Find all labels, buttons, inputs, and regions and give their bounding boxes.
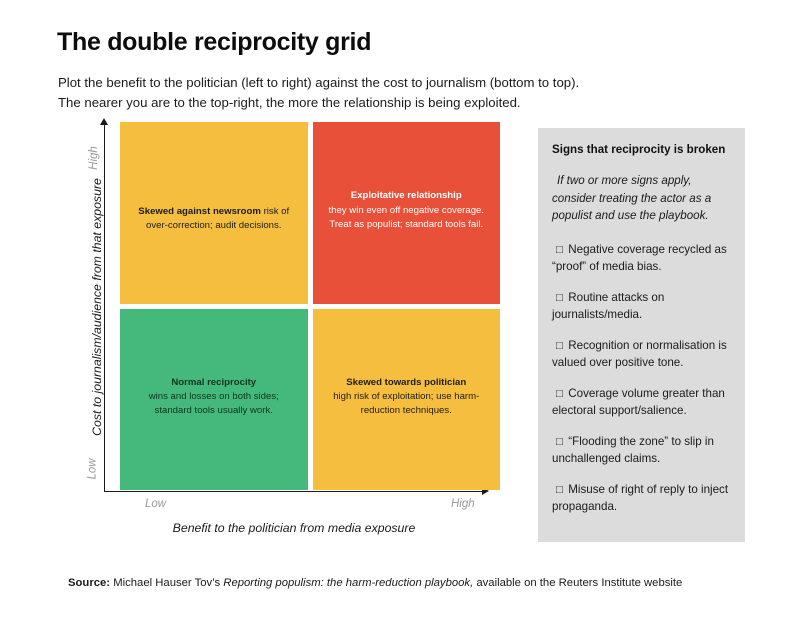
checkbox-icon[interactable]: □ — [556, 290, 564, 304]
quadrant-lead: Normal reciprocity — [171, 376, 257, 388]
reciprocity-grid: Skewed against newsroom risk of over-cor… — [120, 122, 500, 490]
quadrant-grid: Skewed against newsroom risk of over-cor… — [120, 122, 500, 490]
sign-checklist-label: “Flooding the zone” to slip in unchallen… — [552, 434, 714, 465]
quadrant-body: risk of over-correction; audit decisions… — [146, 205, 290, 231]
sign-checklist-label: Negative coverage recycled as “proof” of… — [552, 242, 727, 273]
quadrant-body: high risk of exploitation; use harm-redu… — [333, 391, 480, 417]
subtitle-line-2: The nearer you are to the top-right, the… — [58, 95, 521, 110]
checkbox-icon[interactable]: □ — [556, 482, 564, 496]
sign-checklist-item[interactable]: □ Misuse of right of reply to inject pro… — [552, 481, 731, 515]
page-title: The double reciprocity grid — [57, 28, 372, 56]
y-axis-line — [104, 124, 106, 492]
checkbox-icon[interactable]: □ — [556, 338, 564, 352]
quadrant-lead: Skewed against newsroom — [138, 205, 261, 217]
x-axis-tick-high: High — [444, 498, 482, 510]
quadrant-body: wins and losses on both sides; standard … — [148, 391, 279, 417]
quadrant-text: Normal reciprocity wins and losses on bo… — [134, 376, 294, 419]
sign-checklist-item[interactable]: □ “Flooding the zone” to slip in unchall… — [552, 433, 731, 467]
sign-checklist-label: Routine attacks on journalists/media. — [552, 290, 665, 321]
sign-checklist-item[interactable]: □ Coverage volume greater than electoral… — [552, 385, 731, 419]
y-axis-title: Cost to journalism/audience from that ex… — [90, 178, 104, 436]
x-axis-title: Benefit to the politician from media exp… — [172, 521, 416, 535]
signs-panel-intro: If two or more signs apply, consider tre… — [552, 174, 712, 222]
signs-panel-title: Signs that reciprocity is broken — [552, 143, 726, 156]
quadrant-lead: Skewed towards politician — [346, 376, 467, 388]
sign-checklist-label: Recognition or normalisation is valued o… — [552, 338, 727, 369]
sign-checklist-item[interactable]: □ Recognition or normalisation is valued… — [552, 337, 731, 371]
checkbox-icon[interactable]: □ — [556, 434, 564, 448]
page-subtitle: Plot the benefit to the politician (left… — [58, 73, 758, 113]
sign-checklist-label: Coverage volume greater than electoral s… — [552, 386, 725, 417]
source-suffix: available on the Reuters Institute websi… — [473, 577, 683, 589]
signs-panel: Signs that reciprocity is broken If two … — [538, 128, 745, 542]
source-note: Source: Michael Hauser Tov’s Reporting p… — [68, 575, 758, 591]
source-label: Source: — [68, 577, 111, 589]
source-work-title: Reporting populism: the harm-reduction p… — [223, 577, 474, 589]
source-author: Michael Hauser Tov’s — [110, 577, 224, 589]
quadrant-text: Skewed against newsroom risk of over-cor… — [134, 205, 294, 233]
quadrant-body: they win even off negative coverage. Tre… — [328, 204, 485, 230]
x-axis-line — [104, 491, 484, 493]
checkbox-icon[interactable]: □ — [556, 242, 564, 256]
quadrant-text: Exploitative relationship they win even … — [327, 189, 487, 232]
y-axis-arrow-icon — [100, 118, 108, 125]
quadrant-top-right[interactable]: Exploitative relationship they win even … — [312, 122, 500, 304]
sign-checklist-label: Misuse of right of reply to inject propa… — [552, 482, 729, 513]
quadrant-top-left[interactable]: Skewed against newsroom risk of over-cor… — [120, 122, 308, 304]
subtitle-line-1: Plot the benefit to the politician (left… — [58, 75, 580, 90]
x-axis-tick-low: Low — [138, 498, 174, 510]
sign-checklist-item[interactable]: □ Routine attacks on journalists/media. — [552, 289, 731, 323]
sign-checklist-item[interactable]: □ Negative coverage recycled as “proof” … — [552, 241, 731, 275]
checkbox-icon[interactable]: □ — [556, 386, 564, 400]
quadrant-bottom-left[interactable]: Normal reciprocity wins and losses on bo… — [120, 308, 308, 490]
quadrant-text: Skewed towards politician high risk of e… — [327, 376, 487, 419]
x-axis-arrow-icon — [482, 487, 489, 495]
quadrant-bottom-right[interactable]: Skewed towards politician high risk of e… — [312, 308, 500, 490]
quadrant-lead: Exploitative relationship — [350, 190, 462, 202]
